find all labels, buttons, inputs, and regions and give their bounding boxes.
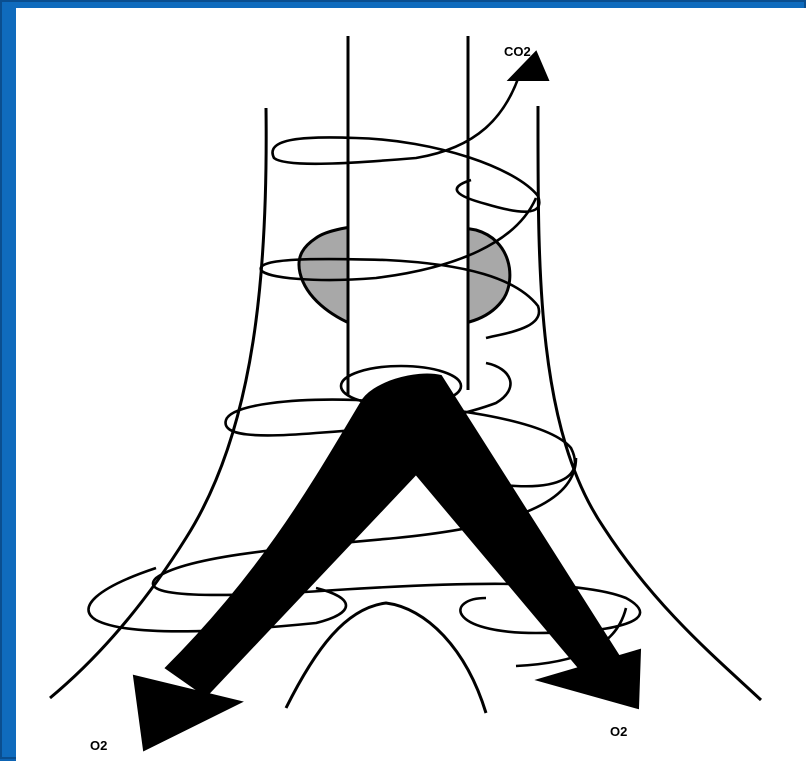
o2-arrow-left-icon <box>134 676 241 750</box>
co2-label: CO2 <box>504 44 531 59</box>
catheter-tube <box>348 36 468 394</box>
o2-right-label: O2 <box>610 724 627 739</box>
airway-diagram: CO2 O2 O2 <box>16 8 806 761</box>
o2-left-label: O2 <box>90 738 107 753</box>
diagram-panel: CO2 O2 O2 <box>16 8 806 761</box>
carina-wall <box>286 603 486 713</box>
